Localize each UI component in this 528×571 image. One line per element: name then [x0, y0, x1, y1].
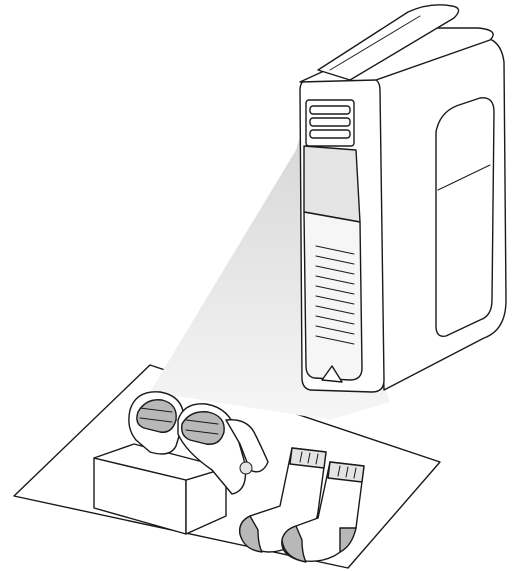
top-vent-louvers	[310, 106, 350, 138]
sock-left-cuff	[290, 448, 326, 468]
front-upper-panel	[304, 146, 360, 222]
dehumidifier	[300, 5, 506, 392]
sock-right-cuff	[328, 462, 364, 482]
side-panel	[436, 98, 494, 337]
shoe-right-sole	[182, 412, 225, 445]
front-lower-panel	[304, 212, 362, 380]
